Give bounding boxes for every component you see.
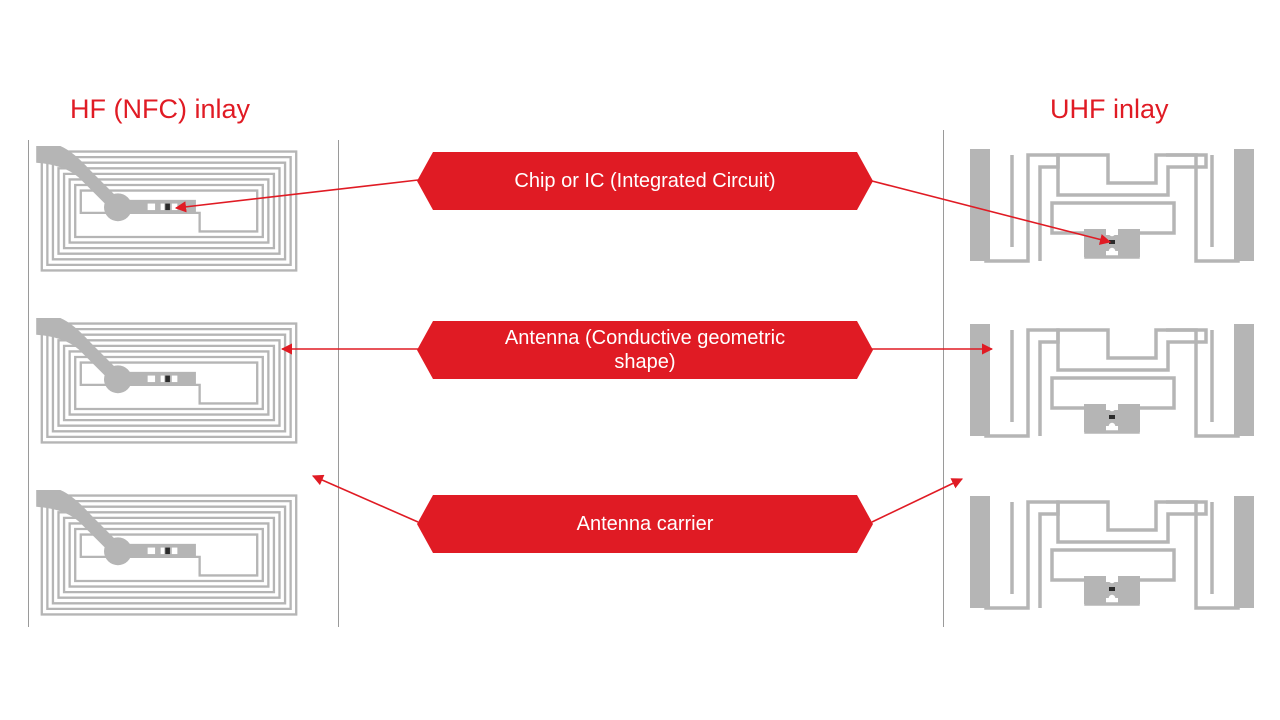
chip-callout-label: Chip or IC (Integrated Circuit) (514, 170, 776, 192)
carrier-arrow-uhf (871, 478, 964, 523)
antenna-callout: Antenna (Conductive geometric shape) (417, 321, 873, 379)
hf-column-divider (338, 140, 339, 627)
uhf-column-divider (943, 130, 944, 627)
chip-arrow-hf (174, 179, 419, 213)
antenna-carrier-callout: Antenna carrier (417, 495, 873, 553)
hf-column-divider (28, 140, 29, 627)
carrier-arrow-hf (311, 474, 419, 523)
antenna-carrier-callout-label: Antenna carrier (576, 513, 714, 535)
antenna-callout-label: Antenna (Conductive geometric shape) (504, 327, 786, 373)
uhf-inlay-title: UHF inlay (1050, 94, 1169, 124)
chip-arrow-uhf (871, 180, 1112, 245)
hf-inlay-title: HF (NFC) inlay (70, 94, 250, 124)
chip-callout: Chip or IC (Integrated Circuit) (417, 152, 873, 210)
